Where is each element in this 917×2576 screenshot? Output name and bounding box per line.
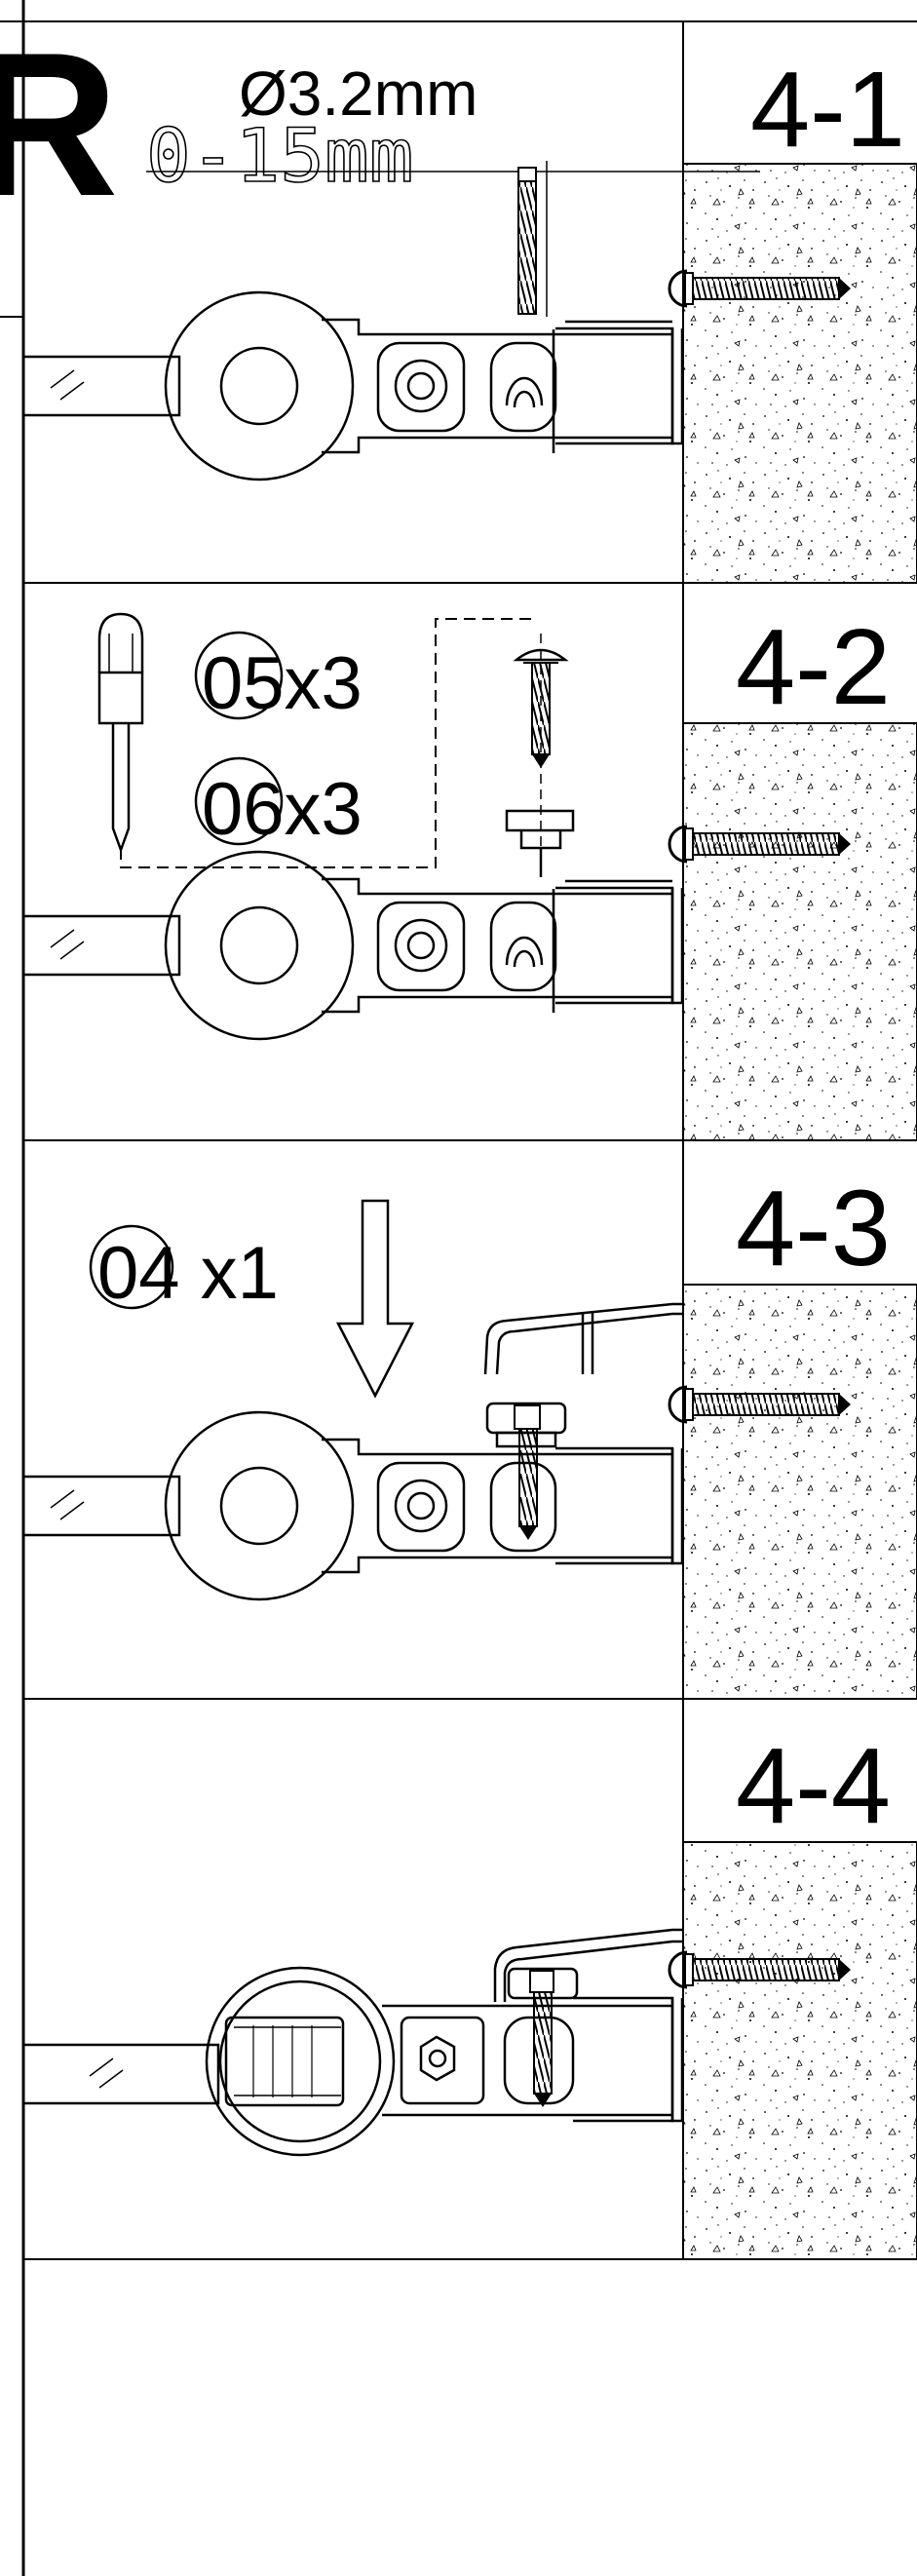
concrete-wall	[682, 163, 917, 584]
hinge-assembly	[21, 290, 684, 481]
hinge-assembly	[21, 1928, 684, 2157]
step-4-2: 4-2 05x3 06x3	[21, 607, 917, 1141]
drill-diameter-label: Ø3.2mm	[239, 58, 478, 129]
hinge-roller	[164, 1410, 355, 1601]
down-arrow-icon	[335, 1199, 415, 1399]
wall-screw-icon	[668, 1950, 851, 1989]
concrete-wall	[682, 1284, 917, 1700]
step-label: 4-3	[736, 1169, 891, 1288]
step-label: 4-2	[736, 607, 891, 727]
part-label: 04 x1	[97, 1232, 279, 1315]
part-callout-05: 05x3	[194, 631, 363, 725]
hinge-roller	[164, 850, 355, 1041]
screw-icon	[514, 1404, 541, 1540]
wall-screw-icon	[668, 825, 851, 864]
clip-nut	[505, 809, 575, 877]
drill-bit-icon	[517, 161, 548, 317]
glass-panel	[21, 355, 181, 417]
hinge-roller	[205, 1966, 396, 2157]
glass-panel	[21, 914, 181, 977]
glass-panel	[21, 2043, 220, 2105]
adjust-range-label: 0-15mm	[146, 112, 414, 199]
glass-panel	[21, 1475, 181, 1537]
step-4-1: 4-1 Ø3.2mm 0-15mm	[21, 50, 917, 584]
hinge-assembly	[21, 1402, 684, 1601]
allen-key-icon	[97, 612, 144, 854]
cover-cap	[483, 1302, 682, 1375]
concrete-wall	[682, 722, 917, 1141]
wall-screw-icon	[668, 269, 851, 308]
screw-icon	[513, 634, 569, 877]
part-callout-06: 06x3	[194, 756, 363, 851]
step-4-3: 4-3 04 x1	[21, 1169, 917, 1700]
hinge-roller	[164, 290, 355, 481]
step-label: 4-1	[750, 50, 905, 170]
screw-icon	[529, 1970, 554, 2107]
part-callout-04: 04 x1	[89, 1224, 279, 1315]
part-label: 06x3	[202, 768, 363, 851]
part-label: 05x3	[202, 642, 363, 725]
step-label: 4-4	[736, 1726, 891, 1846]
hinge-assembly	[21, 850, 684, 1041]
wall-screw-icon	[668, 1385, 851, 1424]
concrete-wall	[682, 1841, 917, 2260]
header-glyph: R	[0, 10, 119, 239]
step-4-4: 4-4	[21, 1726, 917, 2260]
